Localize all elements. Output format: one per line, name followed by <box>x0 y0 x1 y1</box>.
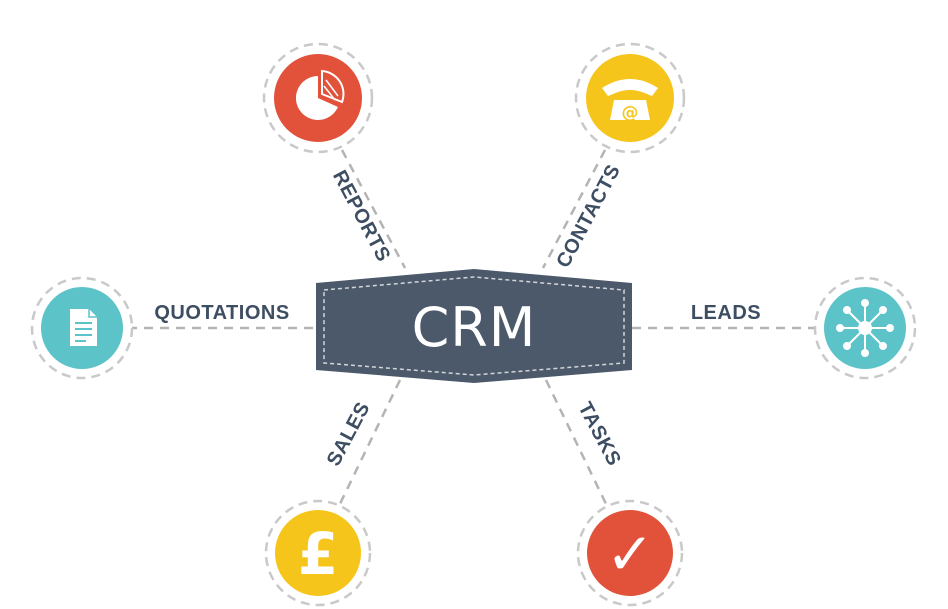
label-leads: LEADS <box>691 302 761 324</box>
center-label: CRM <box>412 296 537 359</box>
label-sales: SALES <box>323 398 375 469</box>
connector-sales <box>336 379 402 509</box>
telephone-at-icon: @ <box>602 79 658 123</box>
connector-contacts <box>541 149 607 269</box>
label-reports: REPORTS <box>328 167 394 266</box>
document-icon <box>70 309 97 346</box>
center-hexagon <box>316 269 632 383</box>
node-tasks: ✓ <box>576 499 684 607</box>
checkmark-icon: ✓ <box>606 520 655 588</box>
node-leads <box>813 276 917 380</box>
connector-tasks <box>544 379 610 509</box>
label-tasks: TASKS <box>573 399 625 470</box>
contacts-at-glyph: @ <box>622 103 639 123</box>
sales-disc <box>275 510 361 596</box>
pie-chart-icon <box>295 69 345 120</box>
center-hexagon-dashed-border <box>323 276 625 376</box>
node-reports <box>262 42 374 154</box>
network-icon <box>836 299 894 357</box>
tasks-disc <box>587 510 673 596</box>
label-quotations: QUOTATIONS <box>154 302 289 324</box>
pound-icon: £ <box>298 520 338 588</box>
contacts-disc <box>586 54 674 142</box>
connectors <box>128 149 818 509</box>
node-contacts: @ <box>574 42 686 154</box>
label-contacts: CONTACTS <box>552 161 625 272</box>
node-quotations <box>30 276 134 380</box>
node-sales: £ <box>264 499 372 607</box>
center-badge: CRM <box>316 269 632 383</box>
connector-reports <box>340 149 407 269</box>
